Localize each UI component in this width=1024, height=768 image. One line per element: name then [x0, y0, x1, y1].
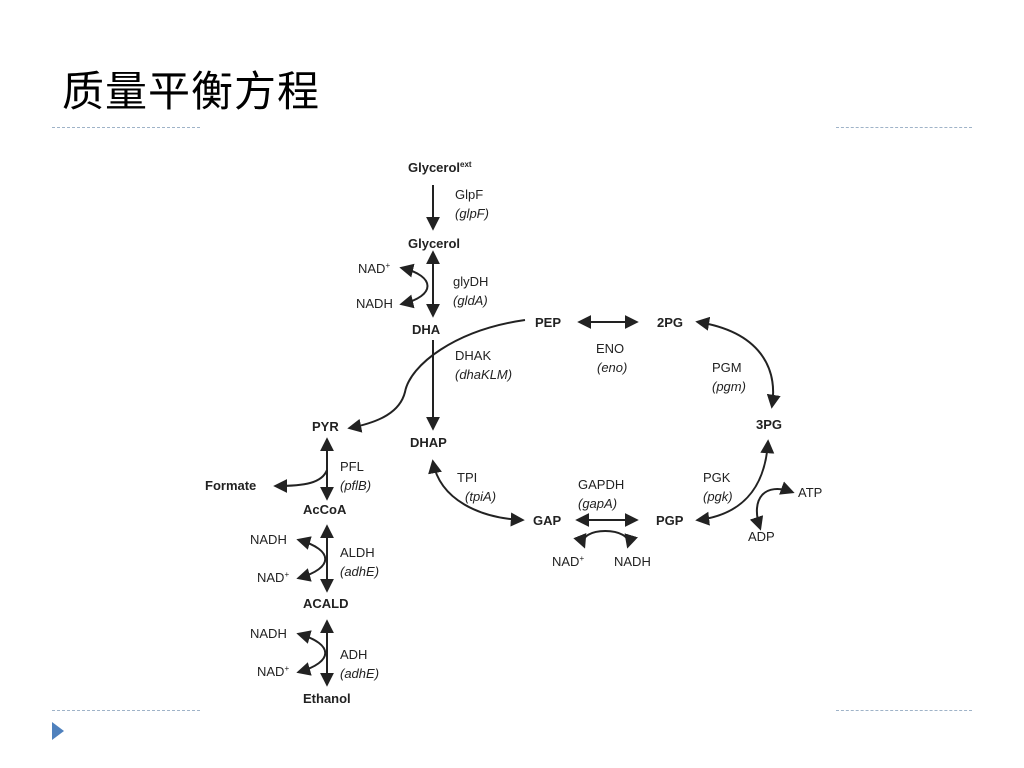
glydh-cofactor-arrow: [399, 263, 429, 309]
metabolite-glycerol-ext: Glycerolext: [408, 160, 472, 175]
cofactor-pgk-adp: ADP: [748, 529, 775, 544]
cofactor-adh-nad: NAD+: [257, 664, 289, 679]
pgm-reaction-arrow: [695, 316, 781, 409]
cofactor-glydh-nad: NAD+: [358, 261, 390, 276]
metabolite-glycerol: Glycerol: [408, 236, 460, 251]
gene-pgk-label: (pgk): [703, 489, 733, 504]
enzyme-pfl-label: PFL: [340, 459, 364, 474]
metabolite-gap: GAP: [533, 513, 562, 528]
footer-divider-right: [836, 710, 972, 711]
pgk-cofactor-arrow: [749, 481, 795, 531]
gene-dhak-label: (dhaKLM): [455, 367, 512, 382]
metabolite-pyr: PYR: [312, 419, 339, 434]
gene-pgm-label: (pgm): [712, 379, 746, 394]
gene-glpf-label: (glpF): [455, 206, 489, 221]
gapdh-cofactor-arrow: [573, 530, 638, 549]
enzyme-pgk-label: PGK: [703, 470, 731, 485]
metabolite-3pg: 3PG: [756, 417, 782, 432]
pgk-reaction-arrow: [695, 439, 775, 526]
aldh-cofactor-arrow: [296, 536, 327, 582]
enzyme-glpf-label: GlpF: [455, 187, 483, 202]
cofactor-aldh-nadh: NADH: [250, 532, 287, 547]
metabolite-acald: ACALD: [303, 596, 349, 611]
gene-glydh-label: (gldA): [453, 293, 488, 308]
ext-superscript: ext: [460, 160, 472, 169]
gene-tpi-label: (tpiA): [465, 489, 496, 504]
metabolite-accoa: AcCoA: [303, 502, 347, 517]
gene-eno-label: (eno): [597, 360, 627, 375]
gene-aldh-label: (adhE): [340, 564, 379, 579]
gene-pfl-label: (pflB): [340, 478, 371, 493]
cofactor-gapdh-nad: NAD+: [552, 554, 584, 569]
enzyme-tpi-label: TPI: [457, 470, 477, 485]
metabolite-formate: Formate: [205, 478, 256, 493]
next-slide-arrow-icon[interactable]: [52, 722, 64, 740]
cofactor-aldh-nad: NAD+: [257, 570, 289, 585]
metabolite-pep: PEP: [535, 315, 561, 330]
metabolite-ethanol: Ethanol: [303, 691, 351, 706]
cofactor-gapdh-nadh: NADH: [614, 554, 651, 569]
cofactor-adh-nadh: NADH: [250, 626, 287, 641]
enzyme-eno-label: ENO: [596, 341, 624, 356]
metabolite-2pg: 2PG: [657, 315, 683, 330]
enzyme-gapdh-label: GAPDH: [578, 477, 624, 492]
cofactor-glydh-nadh: NADH: [356, 296, 393, 311]
enzyme-aldh-label: ALDH: [340, 545, 375, 560]
adh-cofactor-arrow: [296, 630, 327, 676]
title-divider-left: [52, 127, 200, 128]
enzyme-adh-label: ADH: [340, 647, 367, 662]
enzyme-pgm-label: PGM: [712, 360, 742, 375]
pep-to-pyr-arrow: [347, 319, 526, 433]
metabolite-pgp: PGP: [656, 513, 684, 528]
enzyme-glydh-label: glyDH: [453, 274, 488, 289]
gene-adh-label: (adhE): [340, 666, 379, 681]
slide-title: 质量平衡方程: [62, 67, 321, 116]
footer-divider-left: [52, 710, 200, 711]
metabolite-dha: DHA: [412, 322, 441, 337]
cofactor-pgk-atp: ATP: [798, 485, 822, 500]
tpi-reaction-arrow: [428, 459, 525, 527]
metabolite-dhap: DHAP: [410, 435, 447, 450]
title-divider-right: [836, 127, 972, 128]
pfl-formate-arrow: [273, 469, 328, 493]
enzyme-dhak-label: DHAK: [455, 348, 491, 363]
gene-gapdh-label: (gapA): [578, 496, 617, 511]
